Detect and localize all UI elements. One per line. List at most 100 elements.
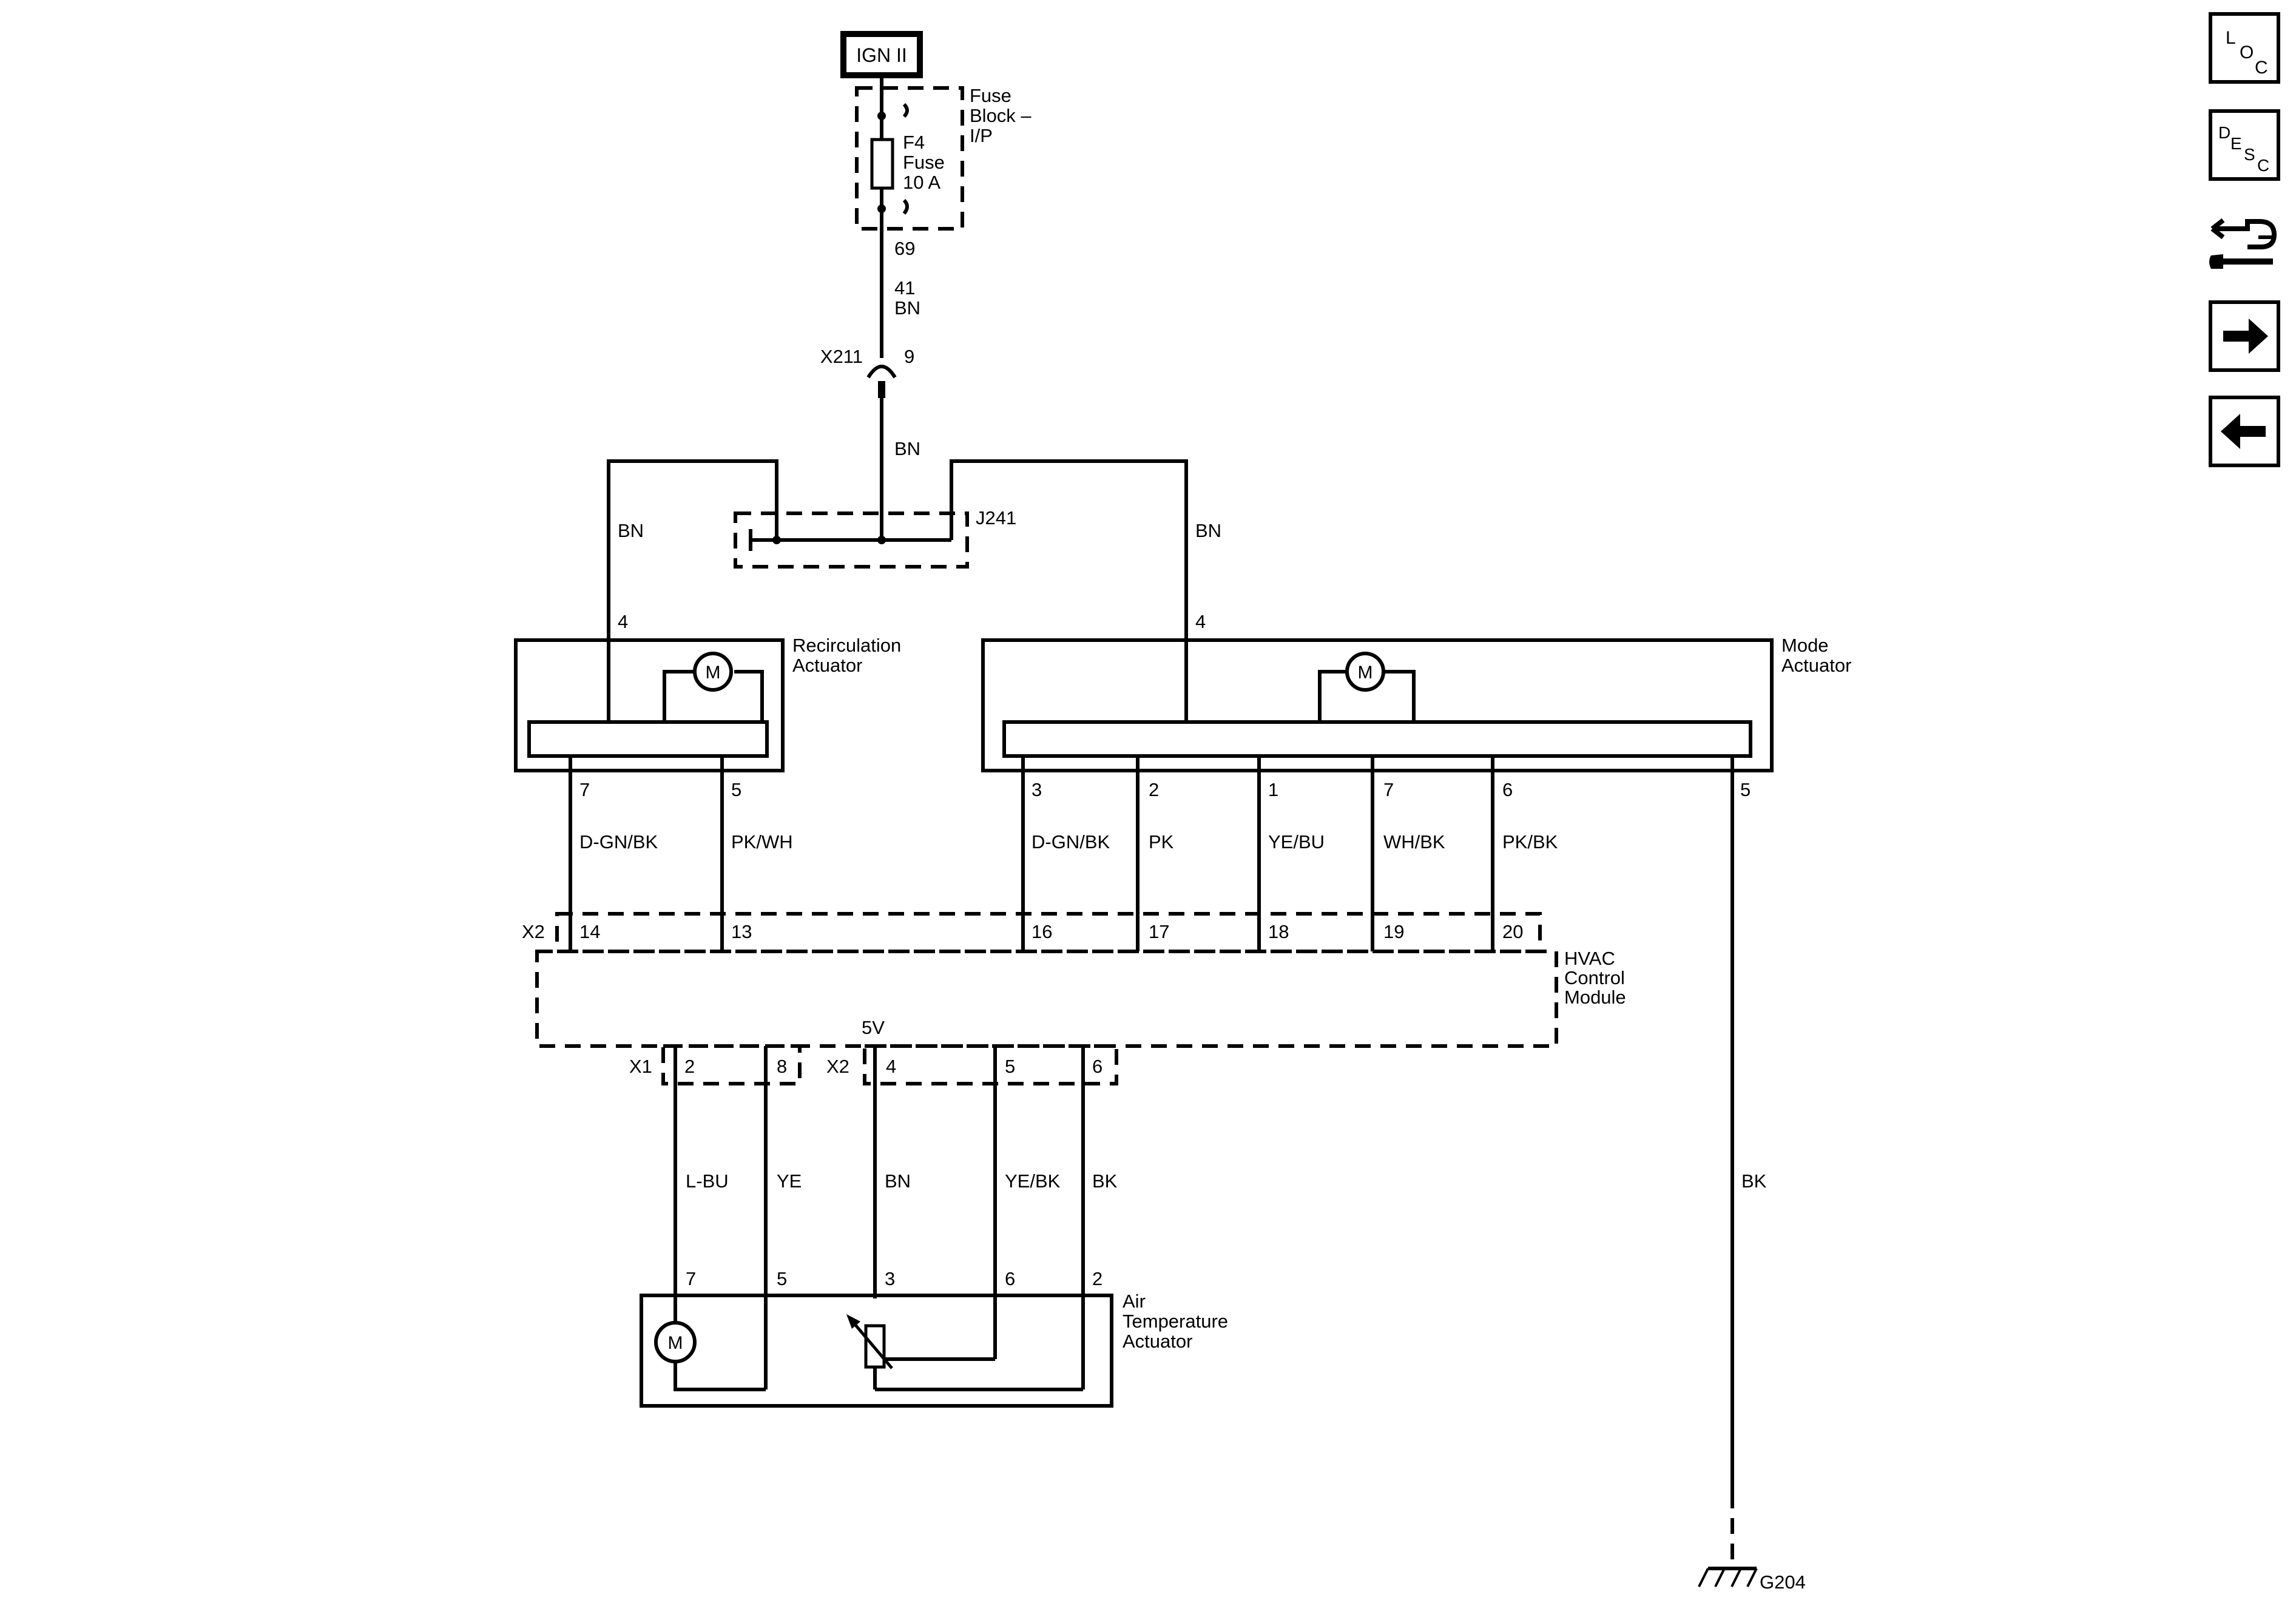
mode-pin-1: 2 xyxy=(1149,779,1159,800)
lower-wire-2: BN xyxy=(885,1170,911,1192)
hvac-x2-pin-1: 5 xyxy=(1005,1056,1015,1077)
hvac-top-pin-1: 13 xyxy=(731,921,752,942)
mode-motor-right xyxy=(1383,670,1416,722)
air-temp-name-3: Actuator xyxy=(1123,1331,1192,1352)
arrow-left-icon xyxy=(2221,414,2266,449)
lower-wire-4: BK xyxy=(1092,1170,1118,1192)
mode-actuator-box xyxy=(981,638,1774,772)
mode-pin-4: 6 xyxy=(1502,779,1513,800)
fuse-label-2: Fuse xyxy=(903,152,945,173)
ign-label: IGN II xyxy=(856,44,907,66)
recirc-motor-left xyxy=(663,670,704,722)
lower-wire-3: YE/BK xyxy=(1005,1170,1061,1192)
fuse-f4-symbol xyxy=(870,138,894,190)
recirc-motor-symbol xyxy=(693,652,733,692)
back-button[interactable] xyxy=(2209,396,2280,467)
mode-bar xyxy=(1002,720,1752,758)
splice-j241-label: J241 xyxy=(976,507,1016,528)
next-button[interactable] xyxy=(2209,300,2280,372)
fuse-block-label-1: Fuse xyxy=(970,85,1011,106)
loc-icon: L O C xyxy=(2226,28,2268,78)
recirc-name-1: Recirculation xyxy=(792,635,901,656)
ground-g204: G204 xyxy=(1760,1571,1806,1593)
wire-to-recirc xyxy=(607,459,778,640)
hvac-x2-top: X2 xyxy=(522,921,545,942)
hvac-top-pin-3: 17 xyxy=(1149,921,1169,942)
mode-pin-2: 1 xyxy=(1268,779,1278,800)
air-temp-name-1: Air xyxy=(1123,1291,1146,1312)
mode-wire-1: PK xyxy=(1149,831,1174,852)
mode-motor-left xyxy=(1318,670,1347,722)
recirc-motor-label: M xyxy=(706,663,721,683)
mode-name-2: Actuator xyxy=(1781,655,1851,676)
recirc-pin-5: 5 xyxy=(731,779,741,800)
hvac-5v-ref: 5V xyxy=(862,1017,885,1038)
air-temp-pin-4: 2 xyxy=(1092,1268,1102,1289)
fuse-node-bottom xyxy=(877,204,886,213)
hvac-x1-pin-0: 2 xyxy=(684,1056,695,1077)
hvac-top-pin-5: 19 xyxy=(1383,921,1404,942)
lower-wire-0: L-BU xyxy=(686,1170,729,1192)
hvac-x2-bottom-label: X2 xyxy=(826,1056,849,1077)
wire-bn-left: BN xyxy=(618,520,644,541)
mode-wire-4: PK/BK xyxy=(1502,831,1558,852)
connector-tool-button[interactable] xyxy=(2206,197,2285,279)
mode-wire-3: WH/BK xyxy=(1383,831,1445,852)
mode-motor-symbol xyxy=(1345,652,1385,692)
fuse-label-3: 10 A xyxy=(903,172,940,193)
loc-letter-l: L xyxy=(2226,28,2236,48)
fuse-block-outline xyxy=(855,86,964,231)
fuse-terminal-top xyxy=(902,103,909,118)
recirc-pin-top: 4 xyxy=(618,611,628,632)
desc-letter-e: E xyxy=(2230,134,2242,153)
desc-letter-s: S xyxy=(2244,145,2255,164)
wire-bn-right: BN xyxy=(1195,520,1221,541)
air-temp-motor-label: M xyxy=(668,1333,683,1353)
hvac-name-3: Module xyxy=(1564,987,1626,1008)
hvac-x2-pin-2: 6 xyxy=(1092,1056,1102,1077)
mode-wire-2: YE/BU xyxy=(1268,831,1325,852)
mode-pin-top: 4 xyxy=(1195,611,1206,632)
fuse-block-label-2: Block – xyxy=(970,105,1032,126)
recirc-bar xyxy=(527,720,769,758)
connector-x211: X211 xyxy=(820,346,863,367)
mode-motor-label: M xyxy=(1358,663,1373,683)
wire-to-mode xyxy=(950,459,1188,722)
fuse-node-top xyxy=(877,112,886,120)
recirc-pin-7: 7 xyxy=(579,779,590,800)
desc-letter-d: D xyxy=(2218,123,2230,142)
air-temp-pot-arrow-head xyxy=(846,1314,860,1329)
wire-bn-top: BN xyxy=(894,297,920,319)
hvac-top-pin-2: 16 xyxy=(1032,921,1052,942)
air-temp-pin-3: 6 xyxy=(1005,1268,1015,1289)
desc-button[interactable]: D E S C xyxy=(2209,109,2280,181)
air-temp-motor-return xyxy=(674,1362,766,1391)
fuse-terminal-bottom xyxy=(902,198,909,215)
air-temp-actuator-box xyxy=(640,1294,1113,1408)
air-temp-pin-2: 3 xyxy=(885,1268,895,1289)
loc-button[interactable]: L O C xyxy=(2209,12,2280,84)
fuse-block-label-3: I/P xyxy=(970,125,993,146)
recirc-actuator-box xyxy=(514,638,785,772)
ground-symbol xyxy=(1698,1568,1758,1587)
wire-recirc-color-b: PK/WH xyxy=(731,831,793,852)
hvac-name-2: Control xyxy=(1564,967,1625,988)
x211-female xyxy=(866,365,897,379)
x211-male xyxy=(878,381,885,398)
mode-pin-0: 3 xyxy=(1032,779,1042,800)
mode-name-1: Mode xyxy=(1781,635,1829,656)
hvac-x2-bottom-connector xyxy=(863,1044,1118,1085)
recirc-name-2: Actuator xyxy=(792,655,862,676)
hvac-module-outline xyxy=(535,950,1558,1048)
mode-wire-0: D-GN/BK xyxy=(1032,831,1110,852)
hvac-x1-label: X1 xyxy=(629,1056,652,1077)
hvac-x1-connector xyxy=(661,1044,802,1085)
mode-pin-3: 7 xyxy=(1383,779,1394,800)
hvac-top-pin-4: 18 xyxy=(1268,921,1289,942)
desc-icon: D E S C xyxy=(2218,123,2269,175)
x211-pin-9: 9 xyxy=(904,346,914,367)
air-temp-pin-0: 7 xyxy=(686,1268,696,1289)
recirc-motor-right xyxy=(734,670,764,722)
splice-j241-outline xyxy=(734,511,969,569)
